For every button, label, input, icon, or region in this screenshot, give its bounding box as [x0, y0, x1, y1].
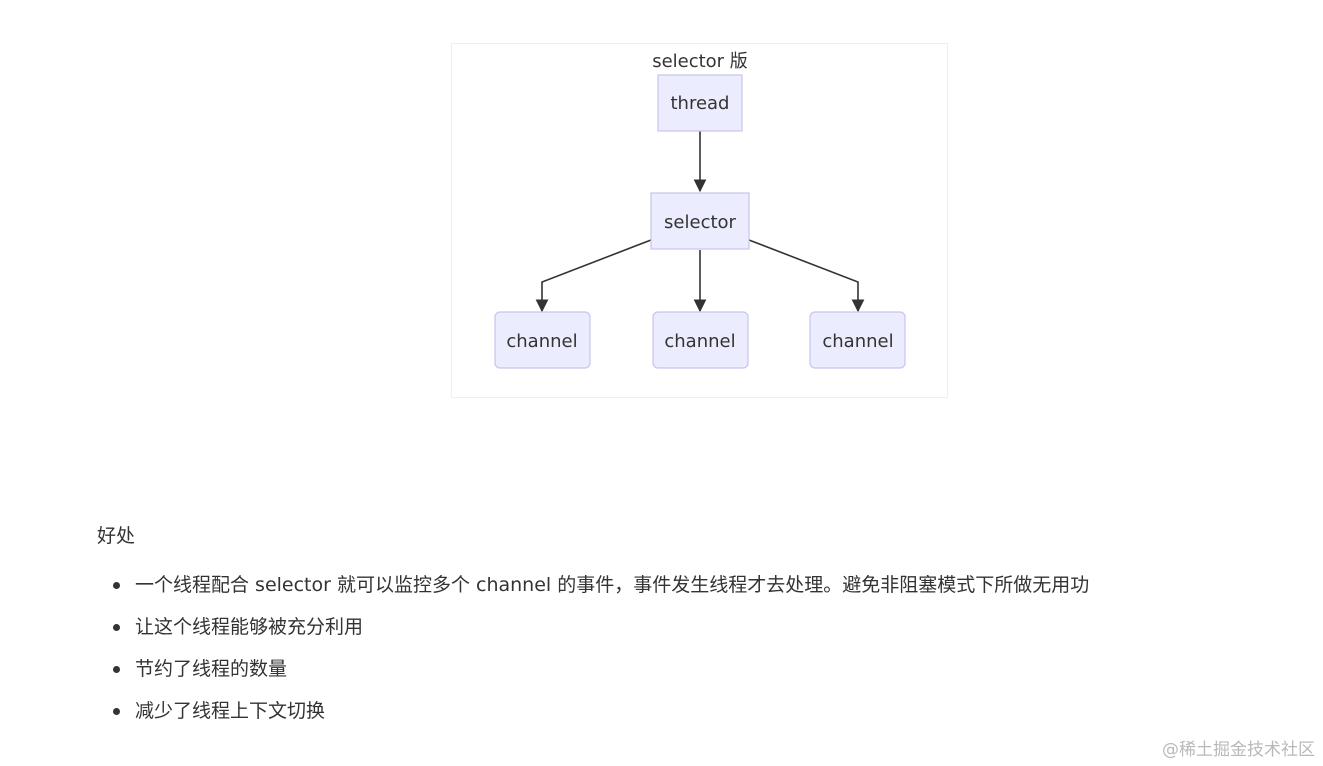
list-item: 一个线程配合 selector 就可以监控多个 channel 的事件，事件发生…: [97, 564, 1247, 606]
node-thread: thread: [657, 74, 743, 132]
node-channel-1: channel: [494, 311, 591, 369]
node-channel-2-label: channel: [664, 331, 735, 352]
node-selector: selector: [650, 192, 750, 250]
list-item: 节约了线程的数量: [97, 648, 1247, 690]
subgraph-title: selector 版: [652, 51, 748, 72]
bullet-icon: [113, 666, 120, 673]
node-channel-3: channel: [809, 311, 906, 369]
watermark: @稀土掘金技术社区: [1162, 740, 1315, 760]
node-selector-label: selector: [664, 212, 736, 233]
list-item: 让这个线程能够被充分利用: [97, 606, 1247, 648]
benefits-list: 一个线程配合 selector 就可以监控多个 channel 的事件，事件发生…: [97, 564, 1247, 732]
node-thread-label: thread: [670, 93, 729, 114]
list-item: 减少了线程上下文切换: [97, 690, 1247, 732]
list-item-text: 减少了线程上下文切换: [135, 700, 326, 722]
list-item-text: 一个线程配合 selector 就可以监控多个 channel 的事件，事件发生…: [135, 574, 1090, 596]
node-channel-3-label: channel: [822, 331, 893, 352]
node-channel-1-label: channel: [506, 331, 577, 352]
node-channel-2: channel: [652, 311, 749, 369]
bullet-icon: [113, 582, 120, 589]
bullet-icon: [113, 624, 120, 631]
benefits-section: 好处 一个线程配合 selector 就可以监控多个 channel 的事件，事…: [97, 520, 1247, 732]
benefits-heading: 好处: [97, 525, 136, 547]
edge-selector-channel-3: [748, 239, 865, 313]
diagram-subgraph: selector 版 thread selector channel chann…: [451, 43, 948, 398]
list-item-text: 让这个线程能够被充分利用: [135, 616, 364, 638]
flowchart-svg: selector 版 thread selector channel chann…: [494, 51, 906, 369]
edge-selector-channel-1: [535, 239, 652, 313]
list-item-text: 节约了线程的数量: [135, 658, 288, 680]
bullet-icon: [113, 708, 120, 715]
